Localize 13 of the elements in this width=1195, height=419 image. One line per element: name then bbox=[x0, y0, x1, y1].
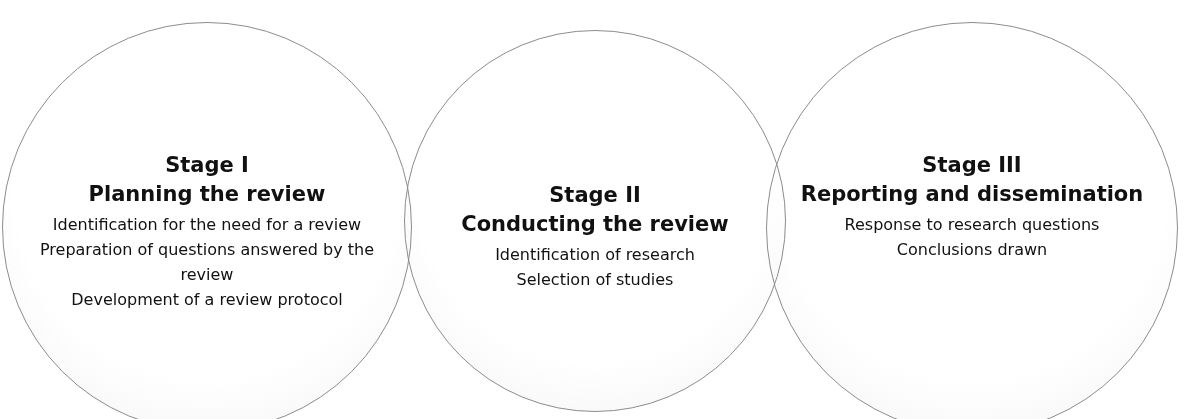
stage-heading: Stage II bbox=[549, 182, 641, 209]
step-text: Identification of research bbox=[495, 244, 695, 266]
step-text: Preparation of questions answered by the review bbox=[38, 239, 376, 286]
step-text: Response to research questions bbox=[844, 214, 1100, 236]
stage-heading: Conducting the review bbox=[461, 211, 729, 238]
step-text: Development of a review protocol bbox=[71, 289, 343, 311]
stage-heading: Reporting and dissemination bbox=[800, 181, 1144, 208]
step-text: Selection of studies bbox=[516, 269, 674, 291]
stage-heading: Planning the review bbox=[88, 181, 326, 208]
step-text: Conclusions drawn bbox=[896, 239, 1048, 261]
step-text: Identification for the need for a review bbox=[52, 214, 362, 236]
stage-heading: Stage III bbox=[922, 152, 1022, 179]
stage-heading: Stage I bbox=[165, 152, 249, 179]
